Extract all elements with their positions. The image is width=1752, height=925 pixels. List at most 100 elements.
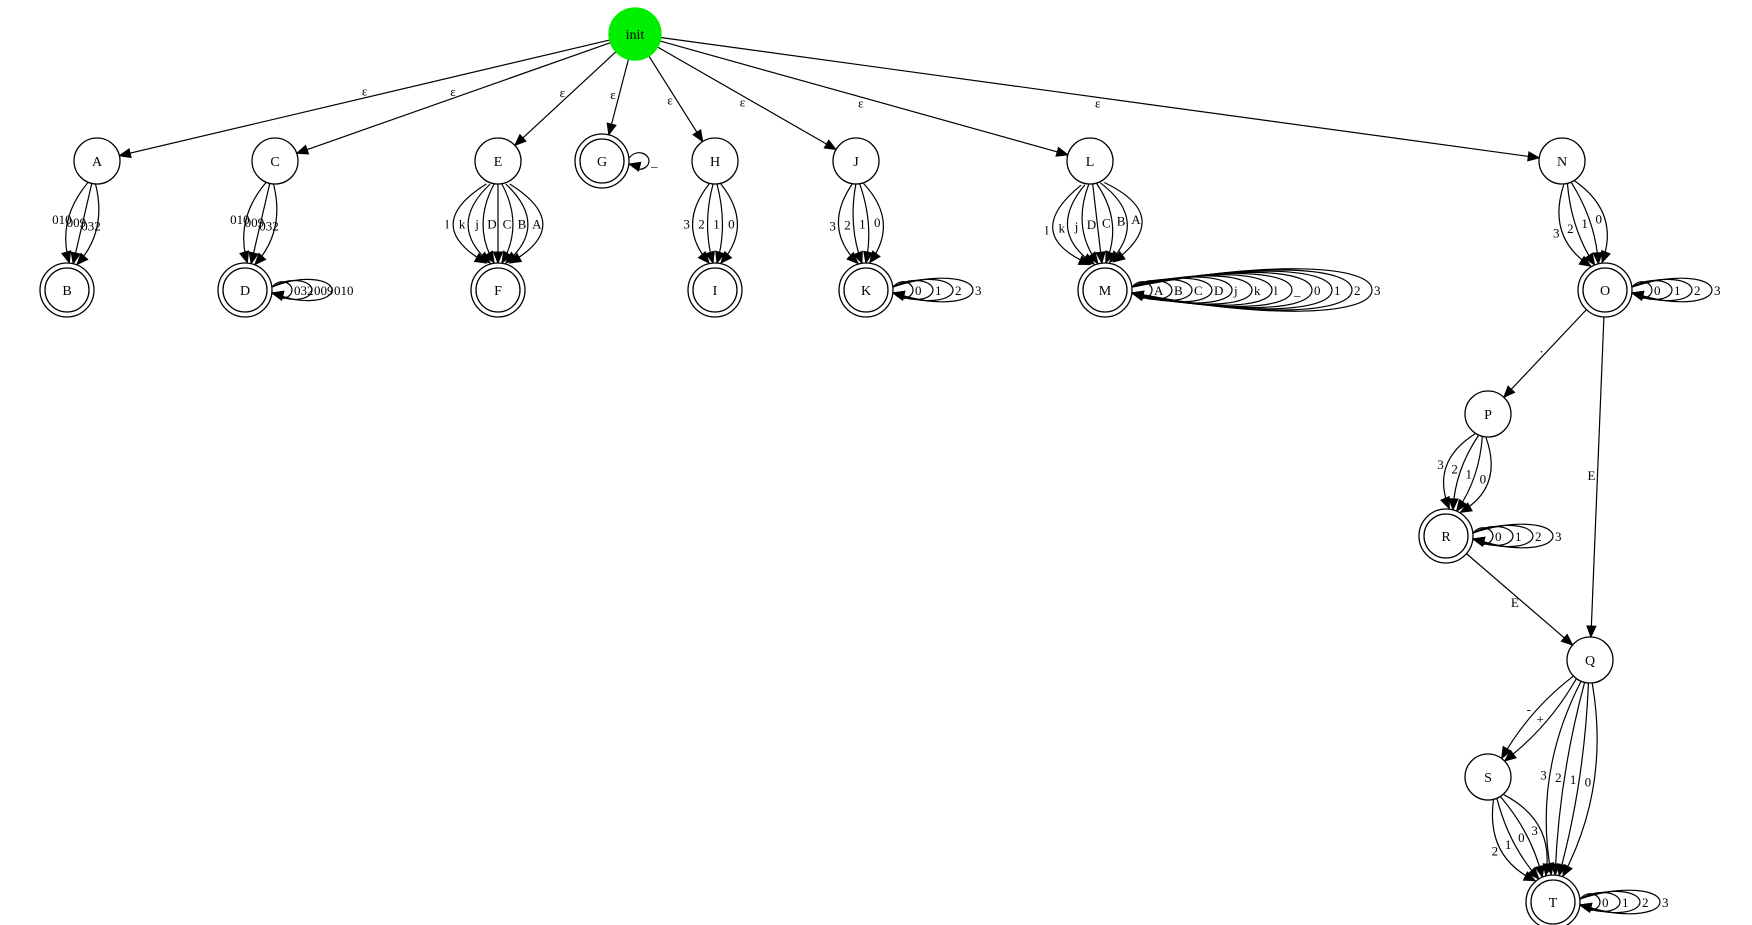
arrowhead bbox=[1105, 250, 1116, 264]
arrowhead bbox=[1130, 290, 1145, 301]
arrowhead bbox=[501, 250, 513, 265]
arrowhead bbox=[697, 250, 711, 264]
start-state-circle bbox=[608, 7, 662, 61]
edge-label: 1 bbox=[1622, 895, 1629, 910]
arrowhead bbox=[891, 290, 906, 301]
arrowhead bbox=[118, 147, 132, 159]
state-node-c: C bbox=[251, 137, 299, 185]
transition-edge: ε bbox=[606, 56, 630, 137]
accept-state-outer-ring bbox=[687, 262, 743, 318]
edge-label: 3 bbox=[1437, 457, 1444, 472]
arrowhead bbox=[1578, 255, 1593, 267]
arrowhead bbox=[76, 252, 89, 266]
state-label: A bbox=[92, 155, 103, 170]
state-circle bbox=[73, 137, 121, 185]
accept-state-inner-ring bbox=[222, 267, 268, 313]
state-circle bbox=[691, 137, 739, 185]
arrowhead bbox=[704, 250, 715, 265]
edge-label: 1 bbox=[1515, 529, 1522, 544]
accept-state-inner-ring bbox=[692, 267, 738, 313]
edge-label: 0 bbox=[1495, 529, 1502, 544]
transition-edge: + bbox=[1503, 678, 1577, 762]
transition-edge: 1 bbox=[1570, 181, 1603, 266]
transition-edge: j bbox=[1074, 184, 1099, 265]
transition-edge: 009 bbox=[245, 183, 271, 265]
transition-path bbox=[1562, 683, 1598, 877]
state-node-m: M bbox=[1077, 262, 1133, 318]
edge-label: 032 bbox=[259, 219, 279, 234]
arrowhead bbox=[863, 250, 874, 265]
edge-label: 2 bbox=[1694, 283, 1701, 298]
edge-label: A bbox=[1131, 212, 1141, 227]
transition-path bbox=[1590, 316, 1605, 638]
self-loop-path bbox=[1472, 523, 1554, 549]
edge-label: 0 bbox=[1602, 895, 1609, 910]
self-loop-edge: 3 bbox=[1130, 268, 1381, 312]
state-node-init: init bbox=[608, 7, 662, 61]
arrowhead bbox=[61, 250, 72, 265]
arrowhead bbox=[70, 251, 81, 265]
edge-label: 2 bbox=[698, 217, 705, 232]
edge-label: 3 bbox=[1540, 768, 1547, 783]
transition-path bbox=[1545, 681, 1582, 875]
edge-label: 032 bbox=[294, 283, 314, 298]
state-label: Q bbox=[1585, 654, 1595, 669]
state-circle bbox=[832, 137, 880, 185]
accept-state-inner-ring bbox=[843, 267, 889, 313]
edge-label: 2 bbox=[1492, 844, 1499, 859]
edge-label: 1 bbox=[1465, 467, 1472, 482]
transition-edge: 010 bbox=[52, 182, 89, 265]
transition-edge: C bbox=[501, 183, 514, 265]
arrowhead bbox=[852, 250, 863, 265]
arrowhead bbox=[1601, 249, 1611, 264]
state-label: B bbox=[62, 284, 71, 299]
accept-state-inner-ring bbox=[579, 138, 625, 184]
transition-edge: ε bbox=[656, 39, 1070, 157]
edge-label: 1 bbox=[1674, 283, 1681, 298]
arrowhead bbox=[846, 251, 860, 265]
self-loop-path bbox=[271, 278, 333, 302]
edge-label: 2 bbox=[1451, 462, 1458, 477]
edge-label: 3 bbox=[1374, 283, 1381, 298]
state-label: P bbox=[1484, 408, 1492, 423]
transition-edge: 0 bbox=[863, 183, 884, 264]
arrowhead bbox=[1471, 536, 1486, 547]
state-node-o: O bbox=[1577, 262, 1633, 318]
edge-label: 0 bbox=[1480, 471, 1487, 486]
transition-path bbox=[1104, 181, 1143, 263]
arrowhead bbox=[1578, 902, 1593, 913]
accept-state-outer-ring bbox=[217, 262, 273, 318]
arrowhead bbox=[1560, 633, 1574, 646]
edge-label: + bbox=[1536, 711, 1543, 726]
state-node-p: P bbox=[1464, 390, 1512, 438]
transition-edge: ε bbox=[513, 49, 619, 147]
edge-label: j bbox=[1074, 219, 1079, 234]
edge-label: 2 bbox=[844, 218, 851, 233]
state-node-n: N bbox=[1538, 137, 1586, 185]
arrowhead bbox=[1534, 864, 1545, 879]
transition-path bbox=[706, 183, 714, 264]
edge-label: B bbox=[1174, 283, 1183, 298]
arrowhead bbox=[295, 144, 310, 155]
state-label: init bbox=[626, 28, 645, 43]
transition-edge: 2 bbox=[1492, 800, 1537, 882]
transition-edge: 0 bbox=[1562, 683, 1598, 878]
state-label: G bbox=[597, 155, 607, 170]
edge-label: 0 bbox=[1596, 211, 1603, 226]
transition-path bbox=[1100, 182, 1128, 263]
transition-edge: 1 bbox=[1455, 436, 1483, 513]
arrowhead bbox=[1500, 745, 1512, 760]
edge-label: 1 bbox=[1505, 837, 1512, 852]
self-loop-edge: 3 bbox=[1471, 523, 1562, 549]
accept-state-outer-ring bbox=[1577, 262, 1633, 318]
edge-label: 009 bbox=[245, 215, 265, 230]
transition-path bbox=[509, 183, 544, 264]
edge-label: 3 bbox=[1662, 895, 1669, 910]
arrowhead bbox=[1586, 625, 1597, 639]
accept-state-outer-ring bbox=[574, 133, 630, 189]
arrowhead bbox=[627, 161, 642, 172]
transition-edge: E bbox=[1586, 316, 1605, 639]
state-label: C bbox=[270, 155, 279, 170]
accept-state-outer-ring bbox=[470, 262, 526, 318]
edge-label: k bbox=[459, 217, 466, 232]
